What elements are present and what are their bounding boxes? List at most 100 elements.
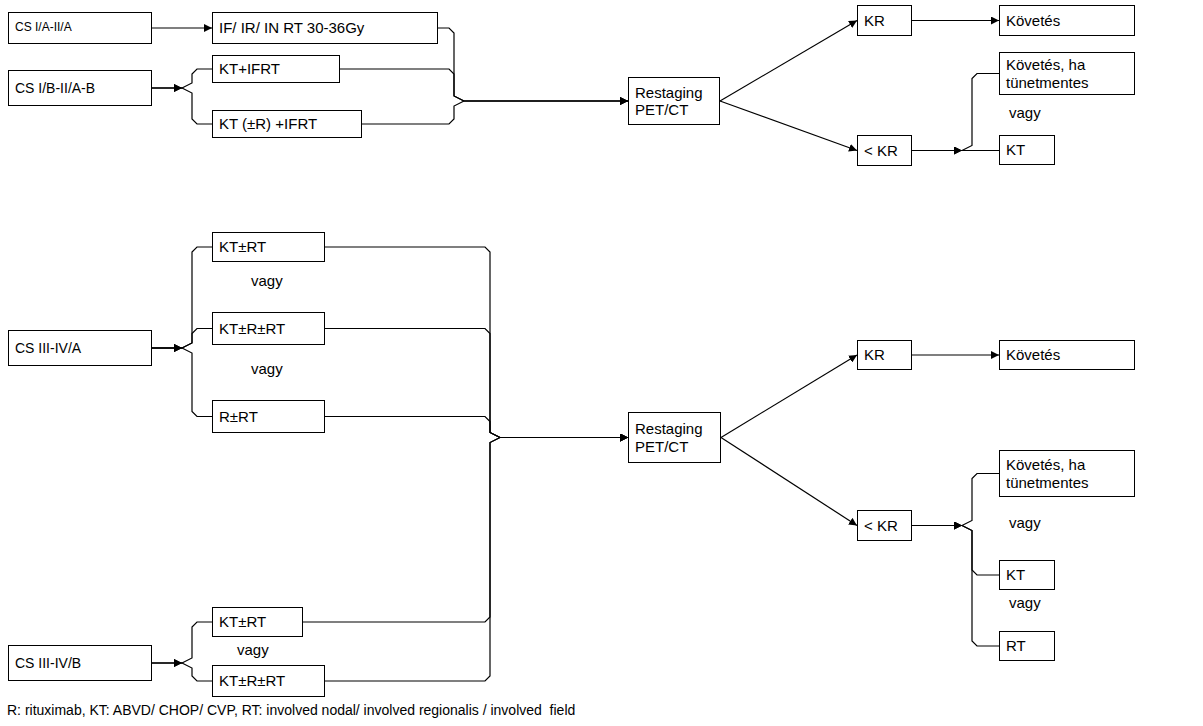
connector-line [500,437,628,438]
note-label: vagy [1008,594,1042,611]
connector-line [152,87,182,88]
box-text: KT+IFRT [219,60,280,77]
box-text: CS I/A-II/A [15,21,72,35]
flow-connector [912,526,999,576]
box-text: < KR [864,517,898,534]
process-box: Követés [999,340,1135,370]
flow-connector [152,28,212,29]
connector-line [325,417,500,438]
flow-connector [152,348,212,417]
connector-line [438,28,464,101]
box-text: RT [1006,637,1026,654]
connector-line [464,100,628,101]
process-box: KT (±R) +IFRT [212,110,362,138]
note-label: vagy [1008,104,1042,121]
process-box: CS I/A-II/A [8,12,152,44]
process-box: RT [999,631,1055,661]
connector-line [182,329,212,349]
box-text: CS III-IV/B [15,655,81,671]
connector-line [500,437,628,438]
connector-line [152,87,182,88]
box-text: Restaging PET/CT [635,420,714,455]
flow-connector [912,474,999,526]
connector-line [962,526,999,647]
connector-line [182,247,212,348]
connector-line [500,437,628,438]
box-text: Követés, ha tünetmentes [1006,56,1128,91]
connector-line [500,437,628,438]
box-text: CS III-IV/A [15,340,81,356]
process-box: KT±R±RT [212,312,325,345]
process-box: CS III-IV/A [8,330,152,366]
flow-connector [438,28,628,101]
process-box: KT [999,135,1055,165]
box-text: KT±R±RT [219,672,285,689]
connector-line [721,355,857,438]
process-box: < KR [857,135,912,166]
connector-line [182,88,212,124]
connector-line [152,662,182,663]
connector-line [962,150,999,151]
flow-connector [303,438,628,623]
flow-connector [912,355,999,356]
flow-connector [152,247,212,348]
box-text: Követés [1006,346,1060,363]
flow-connector [325,329,628,438]
flow-connector [152,329,212,349]
box-text: KR [864,12,885,29]
box-text: Követés [1006,12,1060,29]
box-text: KT [1006,566,1025,583]
connector-line [340,69,464,101]
flow-connector [720,21,857,102]
flow-connector [912,526,999,647]
flow-connector [912,20,999,21]
connector-line [962,526,999,576]
box-text: CS I/B-II/A-B [15,80,95,96]
connector-line [464,100,628,101]
process-box: KR [857,340,912,370]
connector-line [303,438,500,623]
connector-line [962,474,999,526]
connector-line [152,347,182,348]
flow-connector [152,622,212,663]
connector-line [500,437,628,438]
flow-connector [721,355,857,438]
flow-connector [325,247,628,438]
process-box: Restaging PET/CT [628,412,721,463]
flow-connector [152,663,212,681]
process-box: KT±R±RT [212,665,325,697]
flow-connector [720,101,857,151]
process-box: KT [999,560,1055,590]
connector-line [325,438,500,682]
process-box: KR [857,5,912,36]
connector-line [912,20,999,21]
box-text: IF/ IR/ IN RT 30-36Gy [219,19,364,36]
connector-line [720,101,857,151]
flow-connector [362,101,628,124]
connector-line [362,101,464,124]
connector-line [182,622,212,663]
connector-line [182,348,212,417]
connector-line [464,100,628,101]
flow-connector [152,88,212,124]
process-box: KT±RT [212,607,303,637]
connector-line [912,525,962,526]
connector-line [152,347,182,348]
flow-connector [721,438,857,526]
process-box: Restaging PET/CT [628,77,720,125]
connector-line [912,525,962,526]
connector-line [721,438,857,526]
note-label: vagy [250,360,284,377]
connector-line [152,347,182,348]
note-label: R: rituximab, KT: ABVD/ CHOP/ CVP, RT: i… [6,702,576,718]
note-label: vagy [1008,514,1042,531]
process-box: Követés, ha tünetmentes [999,450,1135,497]
box-text: < KR [864,142,898,159]
box-text: Követés, ha tünetmentes [1006,456,1128,491]
process-box: CS III-IV/B [8,645,152,681]
box-text: KT±RT [219,238,266,255]
process-box: IF/ IR/ IN RT 30-36Gy [212,12,438,44]
connector-line [182,663,212,681]
process-box: < KR [857,510,912,541]
